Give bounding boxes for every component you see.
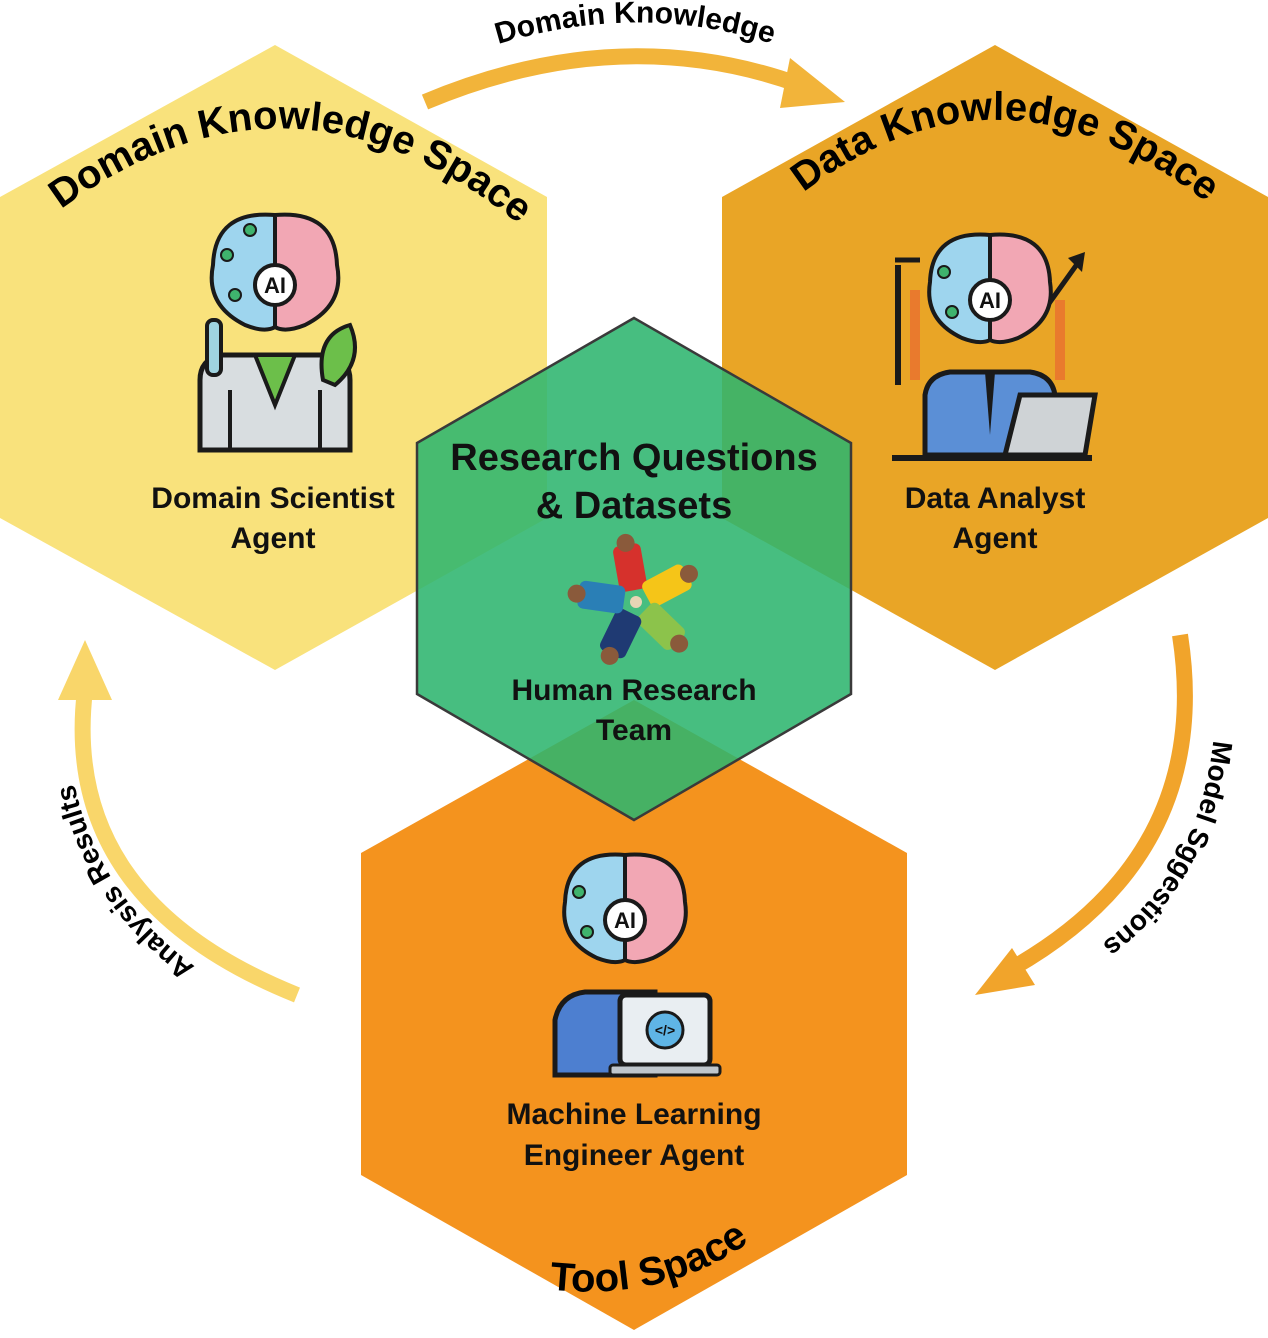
team-label-line2: Team xyxy=(596,714,672,747)
ai-brain-icon: AI xyxy=(927,232,1053,345)
data-analyst-icon: AI xyxy=(892,232,1098,461)
center-title-line1: Research Questions xyxy=(450,437,817,479)
data-agent-label-line2: Agent xyxy=(953,522,1038,555)
svg-text:</>: </> xyxy=(655,1022,675,1038)
ai-badge: AI xyxy=(264,273,286,298)
human-team-icon xyxy=(567,533,698,665)
team-label-line1: Human Research xyxy=(511,674,756,707)
center-title-line2: & Datasets xyxy=(536,485,732,527)
ai-brain-icon: AI xyxy=(209,212,341,332)
ai-badge: AI xyxy=(979,288,1001,313)
model-suggestions-arrow xyxy=(996,633,1193,983)
data-agent-label-line1: Data Analyst xyxy=(905,482,1086,515)
ai-badge: AI xyxy=(614,908,636,933)
analysis-results-arrow xyxy=(74,689,300,1003)
tool-agent-label-line2: Engineer Agent xyxy=(524,1139,745,1172)
domain-knowledge-arrow xyxy=(421,48,803,110)
top-arrow-label: Domain Knowledge xyxy=(491,0,780,51)
ml-engineer-icon: </> AI xyxy=(552,852,722,1078)
model-suggestions-arrowhead xyxy=(975,948,1035,995)
ai-brain-icon: AI xyxy=(562,852,688,965)
domain-agent-label-line1: Domain Scientist xyxy=(151,482,394,515)
analysis-results-arrowhead xyxy=(58,640,112,700)
domain-agent-label-line2: Agent xyxy=(231,522,316,555)
tool-agent-label-line1: Machine Learning xyxy=(506,1098,761,1131)
left-arrow-label: Analysis Results xyxy=(50,782,199,986)
domain-knowledge-arrowhead xyxy=(780,58,845,108)
data-space-hexagon xyxy=(722,45,1268,670)
scientist-icon: AI xyxy=(197,212,357,453)
